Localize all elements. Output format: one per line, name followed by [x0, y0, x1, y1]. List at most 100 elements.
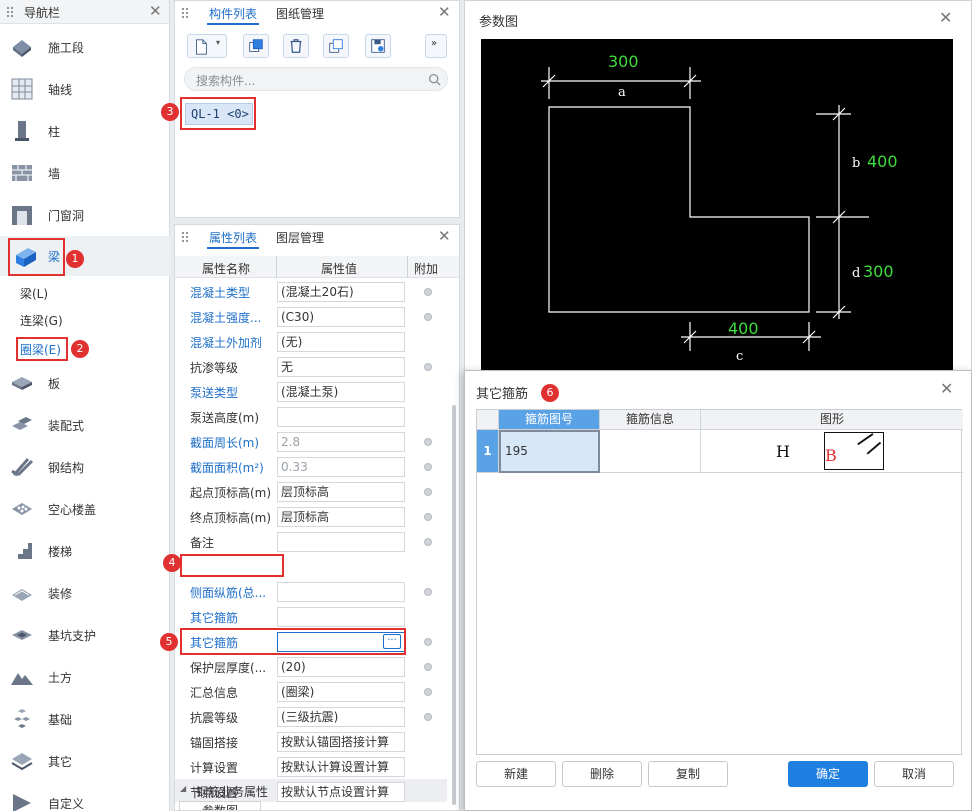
close-icon[interactable]: ✕ — [939, 8, 953, 27]
property-row[interactable]: 节点设置按默认节点设置计算 — [175, 779, 459, 804]
property-value-field[interactable]: (圈梁) — [277, 682, 405, 702]
column-header-stirrup-info[interactable]: 箍筋信息 — [600, 410, 701, 430]
drag-handle-icon[interactable] — [181, 231, 189, 243]
property-scrollbar[interactable] — [452, 405, 456, 805]
extra-checkbox[interactable] — [424, 513, 432, 521]
duplicate-layer-button[interactable] — [323, 34, 349, 58]
property-row[interactable]: 抗震等级(三级抗震) — [175, 704, 459, 729]
component-item-ql1[interactable]: QL-1 <0> — [185, 103, 253, 125]
property-value-field[interactable]: 无 — [277, 357, 405, 377]
close-icon[interactable]: ✕ — [438, 227, 451, 245]
nav-item-other[interactable]: 其它 — [0, 741, 170, 781]
nav-item-grid-axis[interactable]: 轴线 — [0, 69, 170, 109]
property-row[interactable]: 混凝土强度...(C30) — [175, 304, 459, 329]
property-value-field[interactable]: (混凝土泵) — [277, 382, 405, 402]
copy-button[interactable]: 复制 — [648, 761, 728, 787]
property-row[interactable]: 保护层厚度(...(20) — [175, 654, 459, 679]
extra-checkbox[interactable] — [424, 463, 432, 471]
extra-checkbox[interactable] — [424, 313, 432, 321]
nav-item-stairs[interactable]: 楼梯 — [0, 531, 170, 571]
property-row[interactable]: 截面面积(m²)0.33 — [175, 454, 459, 479]
stirrup-shape-cell[interactable]: H B — [701, 430, 963, 473]
property-row[interactable]: 泵送高度(m) — [175, 404, 459, 429]
property-row[interactable]: 汇总信息(圈梁) — [175, 679, 459, 704]
copy-component-button[interactable] — [243, 34, 269, 58]
property-row[interactable]: 其它箍筋 — [175, 604, 459, 629]
property-row[interactable]: 锚固搭接按默认锚固搭接计算 — [175, 729, 459, 754]
tab-component-list[interactable]: 构件列表 — [209, 7, 258, 21]
triangle-collapse-icon[interactable]: ◢ — [180, 784, 187, 793]
property-row[interactable]: 混凝土外加剂(无) — [175, 329, 459, 354]
cancel-button[interactable]: 取消 — [874, 761, 954, 787]
property-value-field[interactable]: (三级抗震) — [277, 707, 405, 727]
nav-item-slab[interactable]: 板 — [0, 363, 170, 403]
nav-item-foundation[interactable]: 基础 — [0, 699, 170, 739]
property-value-field[interactable]: (C30) — [277, 307, 405, 327]
beam-subitem-l[interactable]: 梁(L) — [20, 287, 49, 301]
close-icon[interactable]: ✕ — [149, 2, 162, 20]
property-value-field[interactable]: (无) — [277, 332, 405, 352]
property-value-field[interactable]: 层顶标高 — [277, 507, 405, 527]
tab-property-list[interactable]: 属性列表 — [209, 231, 258, 245]
delete-component-button[interactable] — [283, 34, 309, 58]
drag-handle-icon[interactable] — [181, 7, 189, 19]
property-value-field[interactable]: 按默认计算设置计算 — [277, 757, 405, 777]
new-button[interactable]: 新建 — [476, 761, 556, 787]
search-input[interactable]: 搜索构件... — [196, 74, 256, 88]
property-value-field[interactable] — [277, 607, 405, 627]
column-header-shape[interactable]: 图形 — [701, 410, 963, 430]
nav-item-door-window[interactable]: 门窗洞 — [0, 195, 170, 235]
property-row[interactable]: 备注 — [175, 529, 459, 554]
property-row[interactable]: 其它箍筋··· — [175, 629, 459, 654]
beam-subitem-ring[interactable]: 圈梁(E) — [20, 343, 61, 357]
property-value-field[interactable] — [277, 407, 405, 427]
property-row[interactable]: 混凝土类型(混凝土20石) — [175, 279, 459, 304]
nav-item-construction-segment[interactable]: 施工段 — [0, 27, 170, 67]
tab-drawing-management[interactable]: 图纸管理 — [276, 7, 325, 21]
ellipsis-button[interactable]: ··· — [383, 634, 401, 649]
property-row[interactable]: 侧面纵筋(总... — [175, 579, 459, 604]
extra-checkbox[interactable] — [424, 638, 432, 646]
tab-parameter-figure[interactable]: 参数图 — [179, 801, 261, 810]
property-value-field[interactable]: 2.8 — [277, 432, 405, 452]
extra-checkbox[interactable] — [424, 688, 432, 696]
property-value-field[interactable]: 0.33 — [277, 457, 405, 477]
tab-layer-management[interactable]: 图层管理 — [276, 231, 325, 245]
search-icon[interactable] — [428, 73, 441, 86]
close-icon[interactable]: ✕ — [940, 379, 954, 398]
delete-button[interactable]: 删除 — [562, 761, 642, 787]
component-search-field[interactable]: 搜索构件... — [184, 67, 448, 91]
column-header-stirrup-code[interactable]: 箍筋图号 — [499, 410, 600, 430]
nav-item-wall[interactable]: 墙 — [0, 153, 170, 193]
extra-checkbox[interactable] — [424, 288, 432, 296]
property-value-field[interactable] — [277, 582, 405, 602]
drag-handle-icon[interactable] — [6, 6, 14, 18]
nav-item-column[interactable]: 柱 — [0, 111, 170, 151]
more-tools-button[interactable]: » — [425, 34, 447, 58]
row-index[interactable]: 1 — [477, 430, 499, 473]
extra-checkbox[interactable] — [424, 363, 432, 371]
property-row[interactable]: 泵送类型(混凝土泵) — [175, 379, 459, 404]
extra-checkbox[interactable] — [424, 438, 432, 446]
new-component-button[interactable]: ▾ — [187, 34, 227, 58]
beam-subitem-coupling[interactable]: 连梁(G) — [20, 314, 63, 328]
property-value-field[interactable]: 层顶标高 — [277, 482, 405, 502]
extra-checkbox[interactable] — [424, 713, 432, 721]
nav-item-earthwork[interactable]: 土方 — [0, 657, 170, 697]
property-row[interactable]: 计算设置按默认计算设置计算 — [175, 754, 459, 779]
nav-item-prefab[interactable]: 装配式 — [0, 405, 170, 445]
property-value-field[interactable]: (20) — [277, 657, 405, 677]
stirrup-info-cell[interactable] — [600, 430, 701, 473]
nav-item-beam[interactable]: 梁 — [0, 236, 170, 276]
property-row[interactable]: 起点顶标高(m)层顶标高 — [175, 479, 459, 504]
property-row[interactable]: 抗渗等级无 — [175, 354, 459, 379]
close-icon[interactable]: ✕ — [438, 3, 451, 21]
extra-checkbox[interactable] — [424, 588, 432, 596]
save-template-button[interactable] — [365, 34, 391, 58]
property-value-field[interactable]: 按默认节点设置计算 — [277, 782, 405, 802]
extra-checkbox[interactable] — [424, 663, 432, 671]
property-row[interactable]: 截面周长(m)2.8 — [175, 429, 459, 454]
nav-item-steel-structure[interactable]: 钢结构 — [0, 447, 170, 487]
nav-item-hollow-floor[interactable]: 空心楼盖 — [0, 489, 170, 529]
property-row[interactable]: 终点顶标高(m)层顶标高 — [175, 504, 459, 529]
